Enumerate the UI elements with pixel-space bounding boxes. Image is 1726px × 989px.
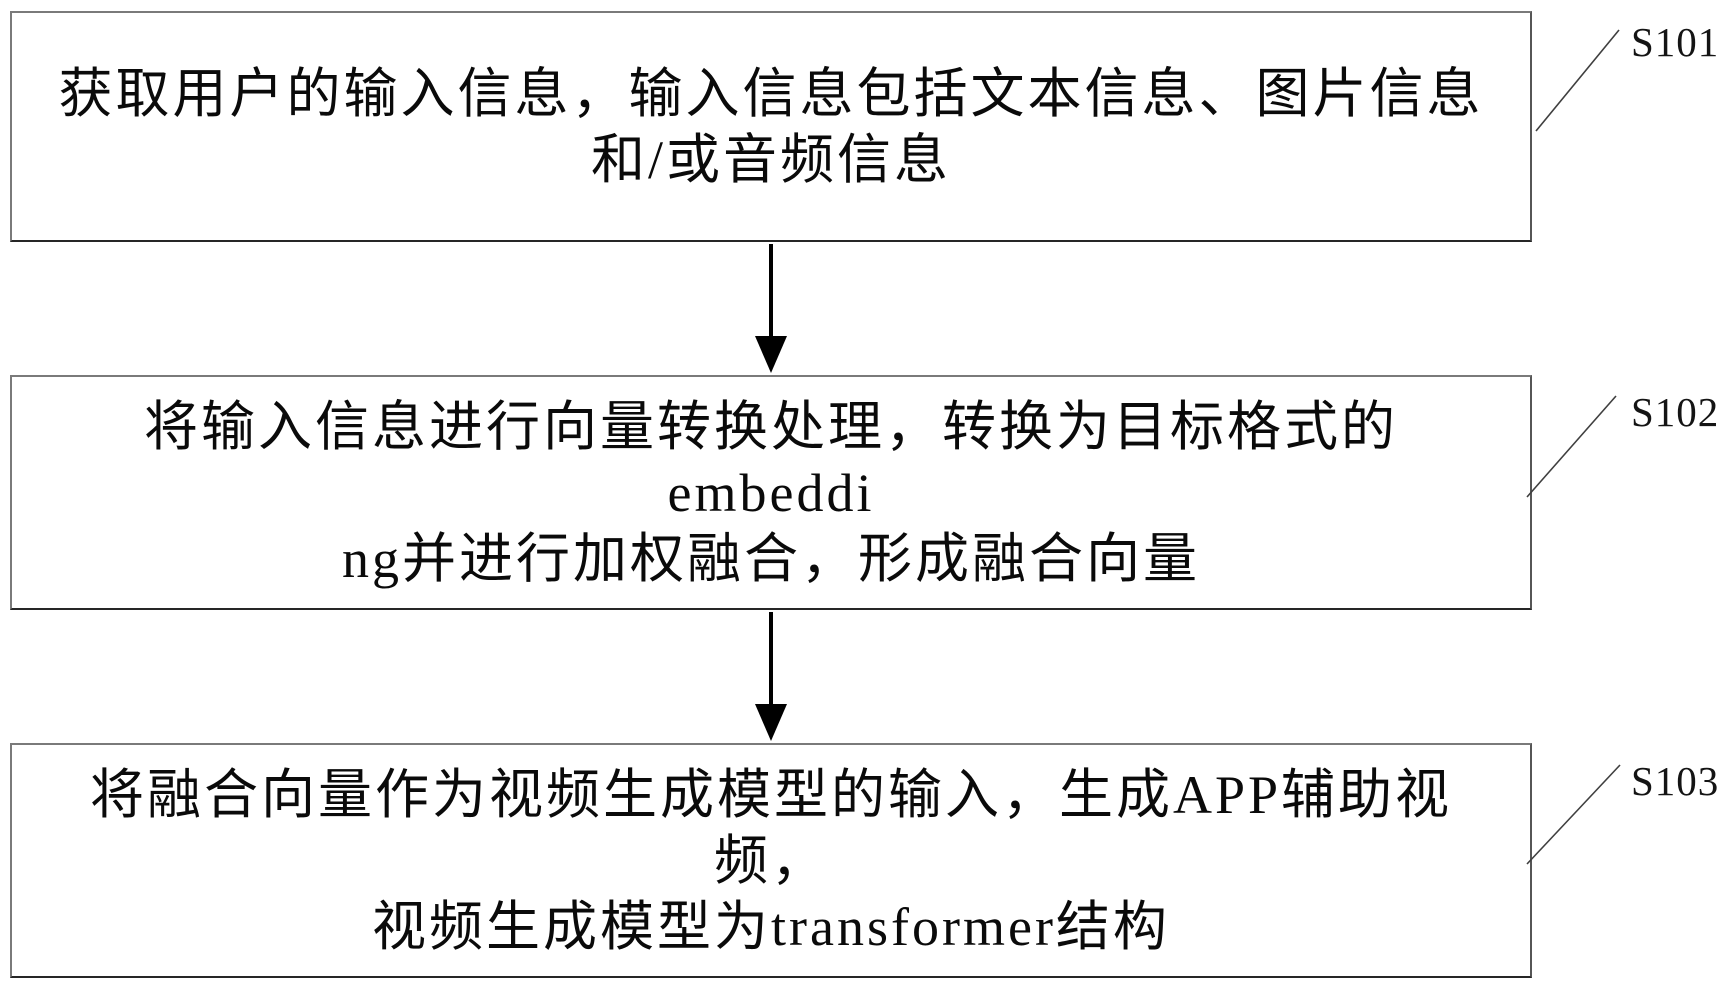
step-s101-text: 获取用户的输入信息，输入信息包括文本信息、图片信息 和/或音频信息 <box>12 61 1530 193</box>
step-s103-line2: 视频生成模型为transformer结构 <box>372 896 1170 957</box>
step-s103-line1: 将融合向量作为视频生成模型的输入，生成APP辅助视频， <box>89 764 1453 891</box>
step-s101-line2: 和/或音频信息 <box>590 129 951 190</box>
flow-arrow-down-1 <box>755 244 787 373</box>
step-label-s101: S101 <box>1631 19 1720 65</box>
step-s101-line1: 获取用户的输入信息，输入信息包括文本信息、图片信息 <box>58 63 1484 124</box>
step-s102-line1: 将输入信息进行向量转换处理，转换为目标格式的embeddi <box>144 396 1398 523</box>
step-label-s102: S102 <box>1631 389 1720 435</box>
step-s103-text: 将融合向量作为视频生成模型的输入，生成APP辅助视频， 视频生成模型为trans… <box>12 762 1530 960</box>
step-box-s103: 将融合向量作为视频生成模型的输入，生成APP辅助视频， 视频生成模型为trans… <box>10 743 1532 978</box>
step-s102-line2: ng并进行加权融合，形成融合向量 <box>342 528 1200 589</box>
step-s102-text: 将输入信息进行向量转换处理，转换为目标格式的embeddi ng并进行加权融合，… <box>12 394 1530 592</box>
step-box-s101: 获取用户的输入信息，输入信息包括文本信息、图片信息 和/或音频信息 <box>10 11 1532 242</box>
leader-line-s102 <box>1526 395 1617 498</box>
step-label-s103: S103 <box>1631 758 1720 804</box>
leader-line-s101 <box>1535 29 1620 132</box>
flow-arrow-down-2 <box>755 612 787 741</box>
step-box-s102: 将输入信息进行向量转换处理，转换为目标格式的embeddi ng并进行加权融合，… <box>10 375 1532 610</box>
leader-line-s103 <box>1526 764 1621 865</box>
